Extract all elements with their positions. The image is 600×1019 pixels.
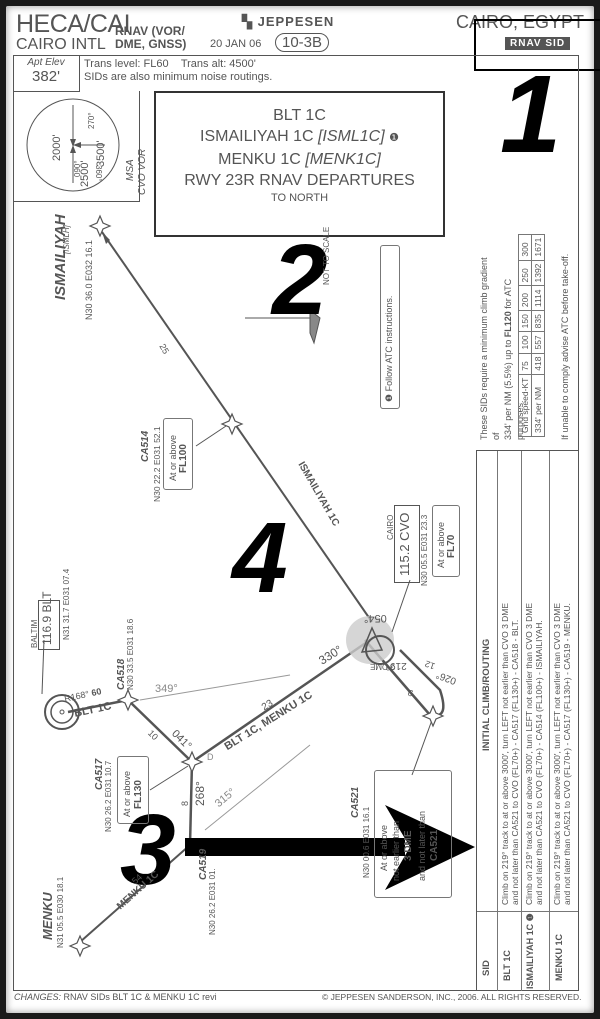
routing-menku1c: Climb on 219° track to at or above 3000'…	[552, 602, 572, 905]
sid-ismailiyah1c: ISMAILIYAH 1C ❶	[525, 913, 535, 989]
msa-box: 270° 090° 360° 2000' 3500' 2500' MSA CVO…	[13, 91, 148, 202]
menku-coords: N31 05.5 E030 18.1	[56, 876, 65, 948]
atc-note: ❶ Follow ATC instructions.	[380, 245, 400, 409]
noise-note: SIDs are also minimum noise routings.	[84, 71, 273, 83]
nav-type-line1: RNAV (VOR/	[115, 24, 185, 38]
apt-elev-label: Apt Elev	[27, 57, 65, 68]
routing-ismailiyah1c: Climb on 219° track to at or above 3000'…	[524, 602, 544, 905]
ca518-waypoint-icon	[116, 688, 140, 712]
ca517-coords: N30 26.2 E031 10.7	[104, 760, 113, 832]
airport-name: CAIRO INTL	[16, 36, 106, 53]
baltim-freq-box: 116.9 BLT	[38, 591, 60, 650]
brand-name: JEPPESEN	[257, 14, 335, 29]
brand-logo: ▚ JEPPESEN	[242, 14, 334, 30]
routing-blt1c: Climb on 219° track to at or above 3000'…	[500, 602, 520, 905]
ca518-coords: N30 33.5 E031 18.6	[126, 618, 135, 690]
title-ismailiyah: ISMAILIYAH 1C [ISML1C] ❶	[200, 128, 399, 145]
ca517-constraint: At or above FL130	[117, 756, 149, 824]
apt-elev-value: 382'	[32, 68, 60, 85]
msa-circle-icon	[26, 98, 120, 192]
table-row: 334' per NM 418 557 835 1114 1392 1671	[531, 234, 545, 437]
nav-type: RNAV (VOR/ DME, GNSS)	[115, 25, 186, 51]
ca514-constraint: At or above FL100	[163, 418, 193, 490]
routing-table: INITIAL CLIMB/ROUTING SID BLT 1C Climb o…	[476, 450, 578, 991]
title-menku: MENKU 1C [MENK1C]	[218, 151, 381, 168]
table-row: Gnd speed-KT 75 100 150 200 250 300	[518, 234, 532, 437]
note-1-icon: ❶	[389, 132, 399, 144]
trans-alt: Trans alt: 4500'	[180, 58, 256, 70]
menku-waypoint-icon	[68, 934, 92, 958]
airport-id: HECA/CAI	[16, 10, 131, 38]
annotation-number-3: 3	[120, 794, 176, 906]
cairo-vor-freq-box: 115.2 CVO	[394, 505, 420, 583]
annotation-number-1: 1	[500, 53, 562, 176]
ca514-name: CA514	[140, 430, 151, 462]
climb-gradient-table: Gnd speed-KT 75 100 150 200 250 300 334'…	[518, 234, 545, 437]
sid-blt1c: BLT 1C	[502, 950, 512, 981]
title-direction: TO NORTH	[270, 192, 329, 204]
not-to-scale: NOT TO SCALE	[322, 226, 331, 285]
chart-number: 10-3B	[275, 33, 330, 52]
ca521-waypoint-icon	[421, 704, 445, 728]
ca521-coords: N30 00.6 E031 16.1	[362, 806, 371, 878]
ismailiyah-waypoint-icon	[88, 214, 112, 238]
trans-level: Trans level: FL60	[84, 58, 169, 70]
annotation-number-4: 4	[232, 502, 288, 614]
d-label: D	[207, 752, 214, 762]
ca519-leg-bearing: 268°	[193, 781, 207, 806]
rwy-track: 219°	[386, 660, 407, 671]
chart-type-badge: RNAV SID	[505, 37, 571, 50]
cvo-bearing-054: 054°	[364, 612, 387, 624]
routing-header-col	[477, 451, 498, 991]
ca519-leg-distance: 8	[180, 800, 190, 806]
copyright: © JEPPESEN SANDERSON, INC., 2006. ALL RI…	[322, 992, 582, 1002]
ismailiyah-code: [ISMLH]	[62, 225, 71, 254]
annotation-box-1	[474, 19, 600, 71]
changes-note: CHANGES: RNAV SIDs BLT 1C & MENKU 1C rev…	[14, 992, 217, 1002]
title-blt1c: BLT 1C	[273, 107, 326, 124]
transition-info: Trans level: FL60 Trans alt: 4500' SIDs …	[84, 58, 272, 84]
procedure-title-box: BLT 1C ISMAILIYAH 1C [ISML1C] ❶ MENKU 1C…	[154, 91, 445, 237]
annotation-arrow-icon	[185, 805, 475, 890]
climb-gradient-footer: If unable to comply advise ATC before ta…	[560, 253, 570, 440]
jeppesen-logo-icon: ▚	[242, 14, 258, 29]
baltim-coords: N31 31.7 E031 07.4	[62, 568, 71, 640]
ca514-waypoint-icon	[220, 412, 244, 436]
cairo-vor-coords: N30 05.5 E031 23.3	[420, 514, 429, 586]
ca517-waypoint-icon	[180, 750, 204, 774]
nav-type-line2: DME, GNSS)	[115, 37, 187, 51]
ca518-inbound-bearing: 349°	[155, 683, 178, 695]
annotation-number-2: 2	[272, 224, 328, 336]
sid-header: SID	[481, 960, 492, 976]
menku-name: MENKU	[40, 892, 55, 940]
ca521-constraint: At or above not earlier than 3 DME and n…	[374, 770, 452, 898]
ca514-coords: N30 22.2 E031 52.1	[152, 426, 162, 502]
routing-header: INITIAL CLIMB/ROUTING	[481, 638, 492, 751]
apt-elev-box: Apt Elev 382'	[13, 55, 80, 92]
ismailiyah-coords: N30 36.0 E032 16.1	[84, 239, 94, 320]
chart-date: 20 JAN 06	[210, 38, 262, 50]
ca519-coords: N30 26.2 E031 01.	[208, 868, 217, 935]
ca521-name: CA521	[350, 786, 361, 818]
chart-border	[13, 55, 579, 991]
cvo-constraint: At or above FL70	[432, 505, 460, 577]
title-runway: RWY 23R RNAV DEPARTURES	[184, 172, 415, 189]
sid-menku1c: MENKU 1C	[554, 933, 564, 981]
city-name: CAIRO, EGYPT	[456, 12, 585, 32]
